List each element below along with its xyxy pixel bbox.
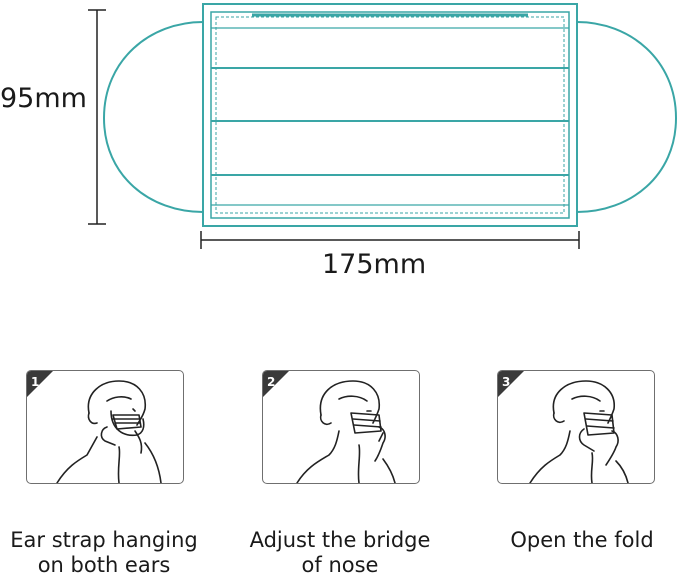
mask-diagram [88, 3, 678, 249]
step-card-2: 2 [262, 370, 420, 484]
width-dimension-label: 175mm [322, 249, 427, 280]
right-ear-loop [576, 21, 678, 213]
step-number: 2 [267, 375, 275, 389]
step-caption-line: of nose [301, 553, 379, 577]
step-caption-1: Ear strap hanging on both ears [0, 528, 219, 578]
step-3-illustration: 3 [498, 371, 629, 483]
step-caption-line: Adjust the bridge [249, 528, 431, 552]
step-badge [27, 371, 53, 397]
step-card-1: 1 [26, 370, 184, 484]
step-1-illustration: 1 [27, 371, 162, 483]
step-caption-line: Open the fold [510, 528, 654, 552]
left-ear-loop [102, 21, 204, 213]
mask-inner-border [210, 11, 570, 219]
height-dimension-label: 95mm [0, 83, 87, 114]
mask-body [202, 3, 578, 227]
step-number: 3 [502, 375, 510, 389]
step-caption-line: on both ears [37, 553, 171, 577]
step-caption-2: Adjust the bridge of nose [225, 528, 455, 578]
step-2-illustration: 2 [263, 371, 396, 483]
step-caption-line: Ear strap hanging [10, 528, 198, 552]
step-number: 1 [31, 375, 39, 389]
step-caption-3: Open the fold [467, 528, 679, 553]
step-badge [498, 371, 524, 397]
step-badge [263, 371, 289, 397]
mask-stitch-border [215, 16, 565, 214]
step-card-3: 3 [497, 370, 655, 484]
